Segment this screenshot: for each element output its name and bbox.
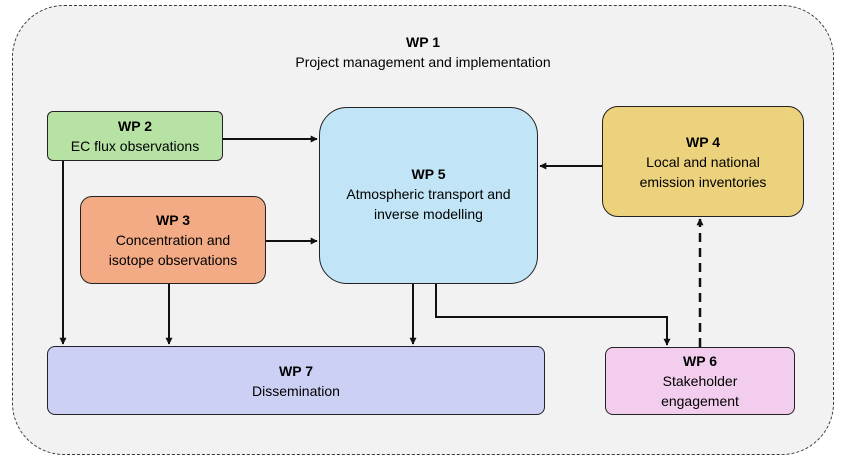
wp6-title: WP 6 [683, 353, 717, 369]
wp5-line-1: Atmospheric transport and [346, 186, 511, 202]
wp6-line-2: engagement [661, 393, 739, 409]
wp2-box: WP 2 EC flux observations [47, 111, 223, 161]
wp5-line-2: inverse modelling [374, 206, 483, 222]
wp4-title: WP 4 [686, 133, 720, 150]
wp1-label: WP 1 Project management and implementati… [12, 32, 834, 72]
wp1-subtitle: Project management and implementation [295, 54, 551, 70]
wp7-box: WP 7 Dissemination [47, 346, 545, 415]
wp6-line-1: Stakeholder [662, 373, 738, 389]
wp3-line-1: Concentration and [115, 232, 231, 248]
wp3-line-2: isotope observations [108, 252, 238, 268]
wp2-title: WP 2 [118, 118, 152, 134]
wp4-line-2: emission inventories [639, 173, 767, 190]
wp3-title: WP 3 [156, 212, 190, 228]
wp5-title: WP 5 [411, 166, 446, 182]
wp3-box: WP 3 Concentration and isotope observati… [80, 196, 266, 284]
wp2-line-1: EC flux observations [70, 138, 200, 154]
wp5-box: WP 5 Atmospheric transport and inverse m… [319, 107, 538, 284]
wp1-title: WP 1 [406, 34, 440, 50]
wp4-box: WP 4 Local and national emission invento… [602, 106, 804, 217]
wp7-line-1: Dissemination [252, 382, 340, 399]
wp4-line-1: Local and national [646, 153, 760, 170]
wp7-title: WP 7 [279, 362, 313, 379]
wp6-box: WP 6 Stakeholder engagement [605, 347, 795, 415]
